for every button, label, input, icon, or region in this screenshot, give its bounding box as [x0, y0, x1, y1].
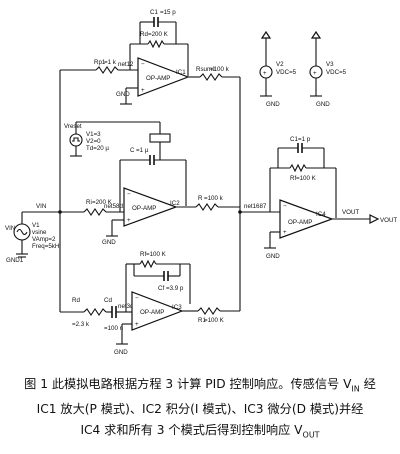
reset-source-vreset: Vreset V1=3 V2=0 Td=20 µ [64, 121, 171, 157]
ic4-gnd: GND [266, 253, 280, 260]
svg-text:−: − [135, 295, 139, 302]
ic1-rfb-value: =200 K [148, 31, 169, 38]
svg-text:+: + [141, 87, 145, 94]
ic2-type: OP-AMP [132, 205, 156, 212]
ic3-rf-value: =100 K [146, 251, 167, 258]
ic3-type: OP-AMP [140, 309, 164, 316]
svg-text:−: − [283, 203, 287, 210]
ic1-rin-value: =1 k [104, 59, 117, 66]
svg-text:+: + [127, 217, 131, 224]
ic3-cf-label: Cf [158, 285, 164, 292]
ic1-rin-label: Rp1 [94, 59, 106, 66]
svg-text:−: − [127, 191, 131, 198]
vin-node-label: VIN [36, 203, 46, 210]
caption-vout-subscript: OUT [302, 430, 320, 440]
svg-text:+: + [263, 70, 267, 77]
caption-line-1-text: 图 1 此模拟电路根据方程 3 计算 PID 控制响应。传感信号 V [24, 377, 352, 391]
v1-amplitude: VAmp=2 [32, 236, 56, 243]
v1-frequency: Freq=5kH [32, 243, 59, 250]
vout-label: VOUT [342, 209, 359, 216]
ic3-gnd: GND [114, 349, 128, 356]
gnd1-label: GND1 [6, 257, 24, 264]
ic1-rfb-label: Rd [140, 31, 148, 38]
ic3-name: IC3 [172, 304, 182, 311]
ic3-cf-value: =3.9 p [166, 285, 184, 292]
vin-source-label: VIN [5, 225, 15, 232]
vreset-name: Vreset [64, 123, 82, 130]
vreset-v1: V1=3 [86, 131, 101, 138]
v3-gnd: GND [316, 101, 330, 108]
ic3-c-value: =100 n [104, 325, 124, 332]
caption-vin-subscript: IN [351, 384, 360, 394]
ic1-c-label: C1 [150, 9, 158, 16]
caption-line-2: IC1 放大(P 模式)、IC2 积分(I 模式)、IC3 微分(D 模式)并经 [36, 402, 364, 417]
ic1-type: OP-AMP [146, 75, 170, 82]
ic1-rout-value: =100 k [210, 66, 230, 73]
ic1-rout-label: Rsum1 [196, 66, 216, 73]
ic3-rf-label: Rf [140, 251, 146, 258]
v3-name: V3 [326, 61, 334, 68]
figure-caption: 图 1 此模拟电路根据方程 3 计算 PID 控制响应。传感信号 VIN 经 I… [6, 374, 394, 446]
ic3-rin-label: Rd [72, 297, 80, 304]
ic4-rf-value: =100 K [296, 175, 317, 182]
ic3-c-label: Cd [104, 297, 112, 304]
vreset-td: Td=20 µ [86, 145, 109, 152]
ic4-type: OP-AMP [288, 219, 312, 226]
svg-text:−: − [141, 61, 145, 68]
ic2-c-value: =1 µ [136, 147, 149, 154]
v3-value: VDC=5 [326, 69, 347, 76]
ic4-c-value: =1 p [298, 136, 311, 143]
ic2-gnd: GND [102, 239, 116, 246]
ic2-integral-stage: Ri =200 K net58d C =1 µ − + OP-AMP IC2 G… [60, 142, 240, 246]
v2-name: V2 [276, 61, 284, 68]
ic2-rout-value: =100 k [204, 195, 224, 202]
v2-value: VDC=5 [276, 69, 297, 76]
vout-terminal-label: VOUT [380, 217, 397, 224]
ic3-derivative-stage: Rd =2.3 k Cd =100 n net3d Rf =100 K Cf =… [60, 212, 241, 356]
ic1-net-label: net12 [118, 61, 134, 68]
ic3-rout-value: =100 K [204, 317, 225, 324]
ic2-rout-label: R [198, 195, 203, 202]
caption-line-3: IC4 求和所有 3 个模式后得到控制响应 VOUT [6, 420, 394, 445]
power-source-v2: + V2 VDC=5 GND [259, 30, 297, 108]
ic1-c-value: =15 p [160, 9, 176, 16]
v1-name: V1 [32, 222, 40, 229]
input-source-v1: VIN V1 vsine VAmp=2 Freq=5kH GND1 VIN [5, 203, 60, 264]
ic4-net-label: net1687 [244, 203, 267, 210]
power-source-v3: + V3 VDC=5 GND [309, 30, 347, 108]
pid-circuit-schematic: VIN V1 vsine VAmp=2 Freq=5kH GND1 VIN Rp… [5, 9, 397, 356]
svg-text:+: + [135, 321, 139, 328]
svg-text:+: + [313, 70, 317, 77]
ic2-net-label: net58d [104, 203, 123, 210]
ic3-rout-label: R1 [198, 317, 206, 324]
v1-type: vsine [32, 229, 47, 236]
ic1-proportional-stage: Rp1 =1 k net12 C1 =15 p Rd =200 K − + OP… [60, 9, 241, 212]
ic4-c-label: C1 [290, 136, 298, 143]
ic2-rin-value: =200 K [92, 199, 113, 206]
caption-line-1-end: 经 [359, 377, 376, 391]
ic4-rf-label: Rf [290, 175, 296, 182]
vreset-v2: V2=0 [86, 138, 101, 145]
ic1-gnd: GND [116, 91, 130, 98]
ic2-rin-label: Ri [86, 199, 92, 206]
ic2-c-label: C [130, 147, 135, 154]
ic3-rin-value: =2.3 k [72, 321, 90, 328]
caption-line-1: 图 1 此模拟电路根据方程 3 计算 PID 控制响应。传感信号 VIN 经 [6, 374, 394, 399]
caption-line-3-text: IC4 求和所有 3 个模式后得到控制响应 V [80, 423, 303, 438]
ic2-name: IC2 [170, 200, 180, 207]
ic4-summing-stage: net1687 C1 =1 p Rf =100 K − + OP-AMP IC4 [238, 136, 397, 260]
v2-gnd: GND [266, 101, 280, 108]
ic4-name: IC4 [316, 211, 326, 218]
svg-text:+: + [283, 229, 287, 236]
ic1-name: IC1 [176, 69, 186, 76]
